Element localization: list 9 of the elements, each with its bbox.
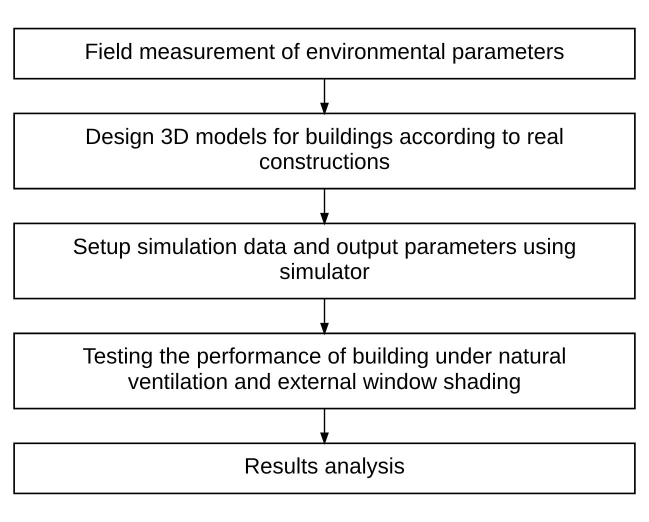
node-box: Testing the performance of building under natural ventilation and external window shading [13, 332, 636, 410]
arrow [320, 78, 329, 116]
arrow [320, 188, 329, 226]
node-box: Design 3D models for buildings according to real constructions [13, 112, 636, 190]
arrow [320, 298, 329, 336]
node-box: Results analysis [13, 442, 636, 494]
node-box: Field measurement of environmental parameters [13, 28, 636, 80]
arrow [320, 408, 329, 446]
node-box: Setup simulation data and output parameters using simulator [13, 222, 636, 300]
